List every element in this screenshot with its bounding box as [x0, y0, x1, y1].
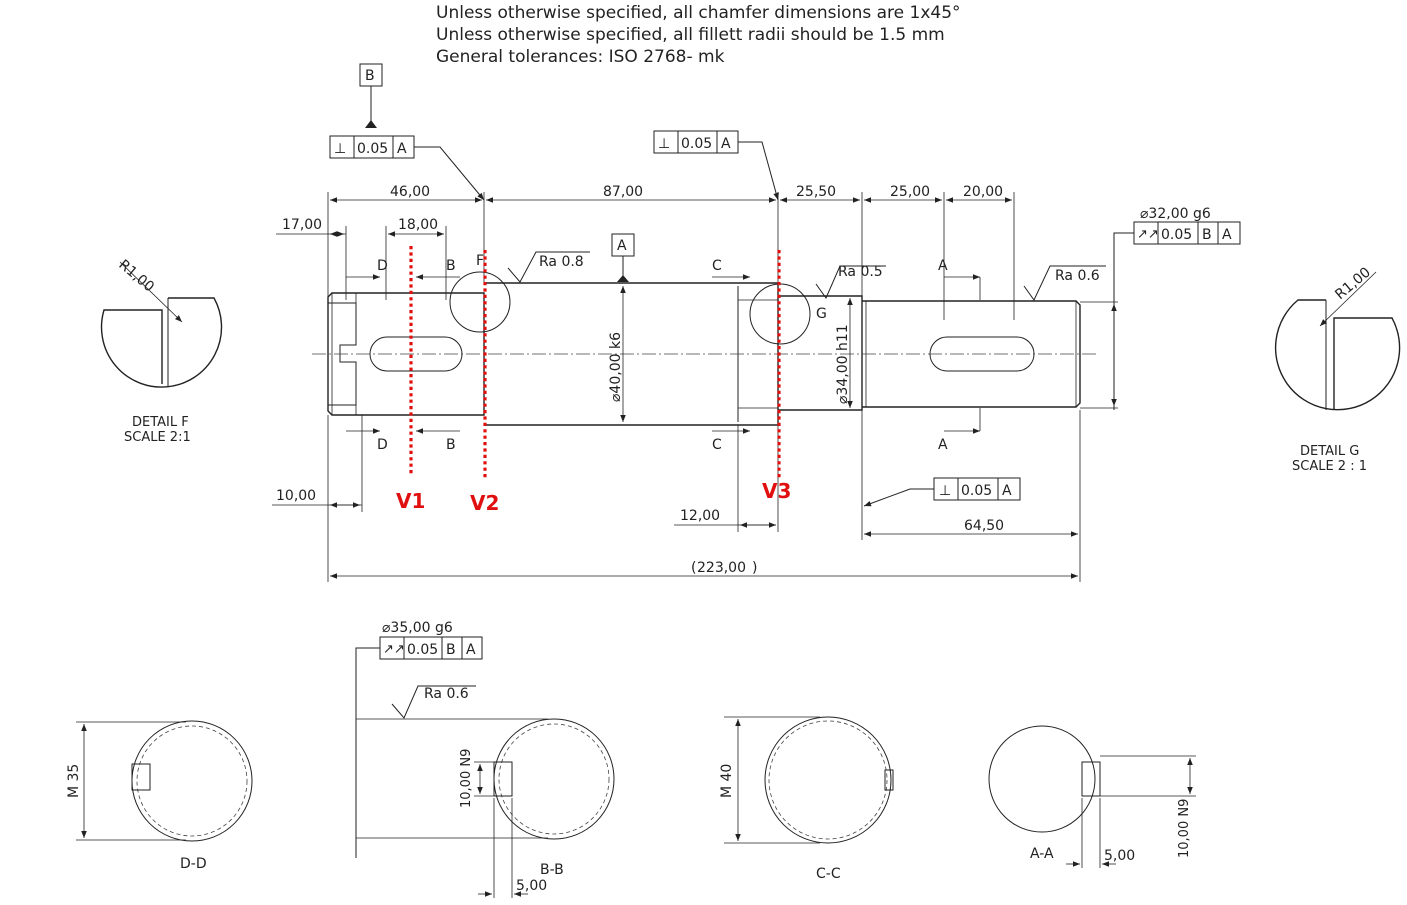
- roughness-symbols: Ra 0.8 Ra 0.5 Ra 0.6: [507, 251, 1106, 301]
- bb-n9: 10,00 N9: [459, 749, 474, 808]
- ra-mid: Ra 0.5: [838, 264, 883, 280]
- fcf-low-ref1: B: [446, 642, 456, 658]
- dim-64-50: 64,50: [964, 518, 1004, 534]
- section-bb-label: B-B: [540, 862, 564, 878]
- detail-mark-f: F: [476, 253, 484, 269]
- note-tolerances: General tolerances: ISO 2768- mk: [436, 47, 725, 67]
- fcf-right-ref1: B: [1202, 227, 1212, 243]
- datum-a-letter: A: [617, 238, 627, 254]
- perp-symbol: ⊥: [334, 141, 346, 157]
- fcf-mid-ref: A: [721, 136, 731, 152]
- marker-v3-label: V3: [762, 479, 791, 503]
- fcf-right-ref2: A: [1222, 227, 1232, 243]
- marker-v2-label: V2: [470, 491, 499, 515]
- general-notes: Unless otherwise specified, all chamfer …: [436, 3, 961, 67]
- dim-46: 46,00: [390, 184, 430, 200]
- dim-dia34: ⌀34,00 h11: [835, 324, 851, 404]
- top-dimensions: 46,00 87,00 25,50 25,00 20,00 17,00 18,0…: [276, 184, 1015, 320]
- ra-right: Ra 0.6: [1055, 268, 1100, 284]
- aa-five: 5,00: [1104, 848, 1135, 864]
- section-cut-marks: D D B B C C A A: [346, 258, 981, 453]
- diameter-dims-main: ⌀40,00 k6 ⌀34,00 h11: [608, 286, 853, 422]
- fcf-low-tol: 0.05: [407, 642, 438, 658]
- cut-b-top: B: [446, 258, 456, 274]
- dim-20: 20,00: [963, 184, 1003, 200]
- cut-d-bottom: D: [377, 437, 388, 453]
- fcf-mid-tol: 0.05: [681, 136, 712, 152]
- detail-f-title: DETAIL F: [132, 415, 189, 430]
- detail-g: R1,00 DETAIL G SCALE 2 : 1: [1274, 265, 1401, 474]
- perp-symbol: ⊥: [939, 483, 951, 499]
- cc-m40: M 40: [719, 764, 735, 798]
- dim-87: 87,00: [603, 184, 643, 200]
- cut-a-top: A: [938, 258, 948, 274]
- dim-18: 18,00: [398, 217, 438, 233]
- perp-symbol: ⊥: [658, 136, 670, 152]
- dim-17: 17,00: [282, 217, 322, 233]
- aa-n9: 10,00 N9: [1177, 799, 1192, 858]
- section-dd-label: D-D: [180, 856, 207, 872]
- section-dd: M 35 D-D: [66, 720, 253, 872]
- section-aa: 10,00 N9 5,00 A-A: [988, 725, 1196, 868]
- fcf-bottom-ref: A: [1002, 483, 1012, 499]
- section-bb: ⌀35,00 g6 ↗↗ 0.05 B A Ra 0.6 10,00 N9 5,…: [355, 620, 615, 898]
- cut-b-bottom: B: [446, 437, 456, 453]
- shaft-main-view: F G: [312, 253, 1096, 426]
- fcf-middle-perpendicularity: ⊥ 0.05 A: [653, 130, 779, 201]
- datum-b-letter: B: [365, 68, 375, 84]
- fcf-bottom-tol: 0.05: [961, 483, 992, 499]
- section-cc-label: C-C: [816, 866, 841, 882]
- dim-dia32: ⌀32,00 g6: [1140, 206, 1211, 222]
- runout-symbol: ↗↗: [1137, 227, 1159, 242]
- fcf-left-perpendicularity: ⊥ 0.05 A: [329, 135, 485, 201]
- cut-c-top: C: [712, 258, 722, 274]
- bottom-dimensions: 10,00 12,00 ⊥ 0.05 A 64,50 ( 223,00 ): [272, 410, 1081, 582]
- fcf-low-ref2: A: [466, 642, 476, 658]
- detail-mark-g: G: [816, 306, 827, 322]
- cut-a-bottom: A: [938, 437, 948, 453]
- note-chamfer: Unless otherwise specified, all chamfer …: [436, 3, 961, 23]
- detail-f: R1,00 DETAIL F SCALE 2:1: [100, 257, 223, 445]
- section-aa-label: A-A: [1030, 846, 1054, 862]
- detail-f-radius: R1,00: [115, 257, 157, 296]
- cut-c-bottom: C: [712, 437, 722, 453]
- datum-a-callout: A: [611, 233, 635, 282]
- dim-25-50: 25,50: [796, 184, 836, 200]
- red-markers: V1 V2 V3: [396, 246, 791, 515]
- dim-dia35: ⌀35,00 g6: [382, 620, 453, 636]
- dim-25: 25,00: [890, 184, 930, 200]
- detail-g-scale: SCALE 2 : 1: [1292, 459, 1367, 474]
- dim-dia40: ⌀40,00 k6: [608, 332, 624, 402]
- fcf-right-tol: 0.05: [1161, 227, 1192, 243]
- detail-g-radius: R1,00: [1332, 265, 1374, 304]
- note-fillet: Unless otherwise specified, all fillett …: [436, 25, 945, 45]
- fcf-right-runout: ⌀32,00 g6 ↗↗ 0.05 B A: [1080, 206, 1241, 410]
- fcf-left-tol: 0.05: [357, 141, 388, 157]
- dim-12: 12,00: [680, 508, 720, 524]
- section-cc: M 40 C-C: [719, 716, 894, 882]
- runout-symbol: ↗↗: [383, 642, 405, 657]
- cut-d-top: D: [377, 258, 388, 274]
- datum-b-callout: B: [359, 63, 383, 128]
- dim-223: 223,00: [697, 560, 746, 576]
- dim-10: 10,00: [276, 488, 316, 504]
- ra-bb: Ra 0.6: [424, 686, 469, 702]
- dim-223-close: ): [752, 560, 757, 576]
- fcf-left-ref: A: [397, 141, 407, 157]
- dim-223-open: (: [691, 560, 696, 576]
- detail-f-scale: SCALE 2:1: [124, 430, 191, 445]
- ra-left: Ra 0.8: [539, 254, 584, 270]
- dd-m35: M 35: [66, 764, 82, 798]
- detail-g-title: DETAIL G: [1300, 444, 1359, 459]
- bb-five: 5,00: [516, 878, 547, 894]
- marker-v1-label: V1: [396, 489, 425, 513]
